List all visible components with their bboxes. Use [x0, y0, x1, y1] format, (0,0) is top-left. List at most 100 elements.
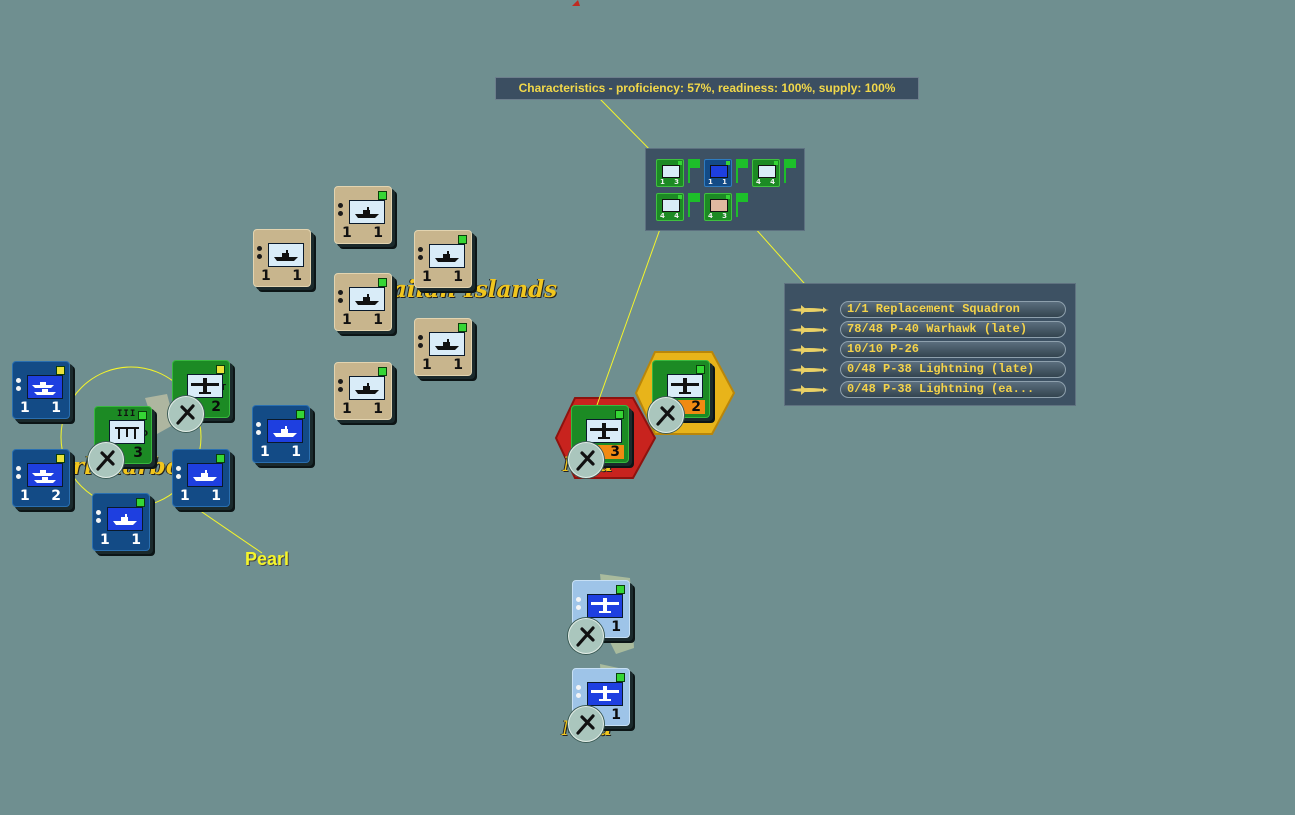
- dots-indicator: [257, 246, 262, 262]
- fighter-icon: [587, 682, 623, 706]
- airfield-icon[interactable]: [168, 396, 204, 432]
- air-squadron-panel: 1/1 Replacement Squadron 78/48 P-40 Warh…: [784, 283, 1076, 406]
- status-flag: [136, 498, 145, 507]
- unit-strength-left: 1: [422, 357, 432, 373]
- status-flag: [216, 454, 225, 463]
- unit-strength-left: 1: [261, 268, 271, 284]
- unit-strength-right: 1: [453, 357, 463, 373]
- plane-icon: [789, 365, 829, 375]
- status-flag: [378, 367, 387, 376]
- pennant-icon: [736, 193, 748, 217]
- dots-indicator: [338, 379, 343, 395]
- unit-stack-popup: 1 3 1 1 4 4 4 4 4 3: [645, 148, 805, 231]
- squadron-label: 78/48 P-40 Warhawk (late): [840, 321, 1066, 338]
- ship-icon: [349, 376, 385, 400]
- airfield-icon[interactable]: [568, 706, 604, 742]
- airfield-icon[interactable]: [568, 618, 604, 654]
- status-flag: [774, 161, 778, 165]
- plane-icon: [789, 345, 829, 355]
- stack-infantry-unit-2[interactable]: 4 4: [656, 193, 684, 221]
- status-flag: [678, 195, 682, 199]
- unit-strength-left: 1: [180, 488, 190, 504]
- tan-unit-5[interactable]: 1 1: [414, 318, 472, 376]
- unit-strength-left: 1: [20, 400, 30, 416]
- status-flag: [216, 365, 225, 374]
- unit-strength-right: 1: [211, 488, 221, 504]
- airfield-icon[interactable]: [568, 442, 604, 478]
- dots-indicator: [338, 203, 343, 219]
- ship-icon: [268, 243, 304, 267]
- unit-strength-right: 2: [211, 399, 221, 415]
- airfield-icon[interactable]: [88, 442, 124, 478]
- infantry-icon: [758, 165, 776, 178]
- navy-unit-1[interactable]: 1 1: [12, 361, 70, 419]
- tan-unit-2[interactable]: 1 1: [253, 229, 311, 287]
- status-flag: [726, 161, 730, 165]
- navy-unit-5[interactable]: 1 1: [252, 405, 310, 463]
- stack-infantry-unit-3[interactable]: 4 3: [704, 193, 732, 221]
- unit-strength-left: 1: [342, 312, 352, 328]
- status-flag: [458, 235, 467, 244]
- pennant-icon: [736, 159, 748, 183]
- unit-strength-right: 1: [373, 225, 383, 241]
- unit-strength-right: 2: [51, 488, 61, 504]
- unit-strength-right: 1: [611, 619, 621, 635]
- status-flag: [616, 585, 625, 594]
- status-flag: [378, 191, 387, 200]
- dots-indicator: [96, 510, 101, 526]
- stack-air-unit-2[interactable]: 1 1: [704, 159, 732, 187]
- mini-num-left: 4: [660, 212, 665, 220]
- status-flag: [458, 323, 467, 332]
- stack-air-unit-1[interactable]: 1 3: [656, 159, 684, 187]
- bomber-icon: [667, 374, 703, 398]
- mini-num-left: 1: [708, 178, 713, 186]
- ship-icon: [349, 287, 385, 311]
- dots-indicator: [176, 466, 181, 482]
- navy-unit-4[interactable]: 1 1: [172, 449, 230, 507]
- navy-unit-2[interactable]: 1 2: [12, 449, 70, 507]
- label-pearl: Pearl: [245, 549, 290, 569]
- navy-unit-3[interactable]: 1 1: [92, 493, 150, 551]
- unit-strength-right: 1: [51, 400, 61, 416]
- dots-indicator: [576, 597, 581, 613]
- pennant-icon: [784, 159, 796, 183]
- dots-indicator: [16, 466, 21, 482]
- unit-tag: T: [220, 383, 226, 392]
- plane-icon: [789, 305, 829, 315]
- unit-size-bar: III: [117, 409, 137, 419]
- mini-num-right: 4: [674, 212, 679, 220]
- plane-icon: [789, 325, 829, 335]
- status-flag: [616, 673, 625, 682]
- squadron-row[interactable]: 78/48 P-40 Warhawk (late): [785, 320, 1075, 340]
- dots-indicator: [576, 685, 581, 701]
- tan-unit-6[interactable]: 1 1: [334, 362, 392, 420]
- airfield-icon[interactable]: [648, 397, 684, 433]
- squadron-row[interactable]: 0/48 P-38 Lightning (late): [785, 360, 1075, 380]
- unit-strength-right: 3: [133, 445, 143, 461]
- tan-unit-1[interactable]: 1 1: [334, 186, 392, 244]
- squadron-label: 0/48 P-38 Lightning (late): [840, 361, 1066, 378]
- unit-strength-left: 1: [100, 532, 110, 548]
- ship-icon: [187, 463, 223, 487]
- characteristics-tooltip: Characteristics - proficiency: 57%, read…: [495, 77, 919, 100]
- squadron-row[interactable]: 0/48 P-38 Lightning (ea...: [785, 380, 1075, 400]
- ship-icon: [267, 419, 303, 443]
- unit-strength-left: 1: [422, 269, 432, 285]
- status-flag: [138, 411, 147, 420]
- squadron-row[interactable]: 10/10 P-26: [785, 340, 1075, 360]
- mini-num-right: 3: [674, 178, 679, 186]
- unit-strength-right: 1: [292, 268, 302, 284]
- north-marker: [572, 0, 580, 6]
- status-flag: [696, 365, 705, 374]
- status-flag: [615, 410, 624, 419]
- unit-strength-right: 1: [131, 532, 141, 548]
- unit-strength-left: 1: [342, 401, 352, 417]
- tan-unit-4[interactable]: 1 1: [334, 273, 392, 331]
- tan-unit-3[interactable]: 1 1: [414, 230, 472, 288]
- stack-infantry-unit-1[interactable]: 4 4: [752, 159, 780, 187]
- status-flag: [56, 366, 65, 375]
- squadron-row[interactable]: 1/1 Replacement Squadron: [785, 300, 1075, 320]
- status-flag: [678, 161, 682, 165]
- fighter-icon: [587, 594, 623, 618]
